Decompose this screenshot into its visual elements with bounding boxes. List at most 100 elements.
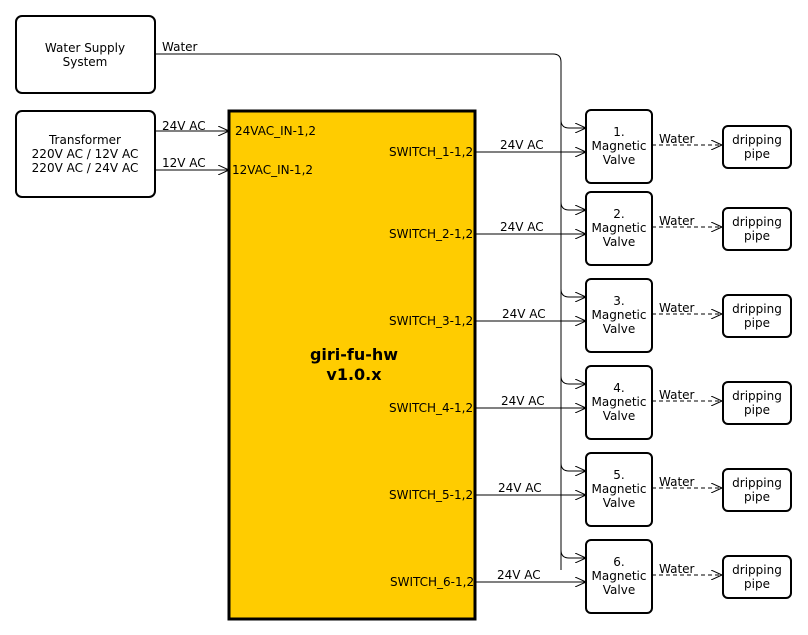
valve-label-line1: Magnetic — [592, 139, 647, 153]
switch-output-label: SWITCH_6-1,2 — [390, 575, 474, 589]
valve-label-line2: Valve — [603, 496, 635, 510]
input-24vac-label: 24VAC_IN-1,2 — [235, 124, 316, 138]
board-version: v1.0.x — [326, 365, 382, 384]
magnetic-valve-box — [585, 191, 653, 266]
magnetic-valve-box — [585, 365, 653, 440]
switch-output-label: SWITCH_2-1,2 — [389, 227, 473, 241]
valve-label-line2: Valve — [603, 153, 635, 167]
valve-number: 1. — [613, 125, 624, 139]
pipe-label-line2: pipe — [744, 229, 770, 243]
water-supply-label-line2: System — [63, 55, 108, 69]
dripping-pipe-box — [722, 381, 792, 425]
magnetic-valve-box — [585, 452, 653, 527]
dripping-pipe-box — [722, 294, 792, 338]
pipe-label-line2: pipe — [744, 316, 770, 330]
power-edge-label: 24V AC — [502, 307, 546, 321]
pipe-label-line2: pipe — [744, 490, 770, 504]
water-branch-edge — [560, 375, 586, 384]
pipe-label-line1: dripping — [732, 133, 782, 147]
switch-output-label: SWITCH_4-1,2 — [389, 401, 473, 415]
pipe-label-line2: pipe — [744, 147, 770, 161]
transformer-label-line2: 220V AC / 12V AC — [32, 147, 139, 161]
water-branch-edge — [560, 119, 586, 128]
board-name: giri-fu-hw — [310, 345, 398, 364]
pipe-label-line1: dripping — [732, 215, 782, 229]
dripping-pipe-box — [722, 468, 792, 512]
power-edge-label: 24V AC — [501, 394, 545, 408]
magnetic-valve-box — [585, 539, 653, 614]
water-outflow-label: Water — [659, 214, 695, 228]
water-supply-edge: Water — [155, 40, 562, 570]
switch-output-label: SWITCH_1-1,2 — [389, 145, 473, 159]
input-12vac-label: 12VAC_IN-1,2 — [232, 163, 313, 177]
water-supply-label-line1: Water Supply — [45, 41, 125, 55]
transformer-node[interactable]: Transformer 220V AC / 12V AC 220V AC / 2… — [15, 110, 156, 198]
water-supply-node[interactable]: Water Supply System — [15, 15, 156, 94]
water-branch-edge — [560, 462, 586, 471]
valve-label-line1: Magnetic — [592, 221, 647, 235]
transformer-12v-edge: 12V AC — [155, 156, 229, 170]
valve-label-line1: Magnetic — [592, 308, 647, 322]
pipe-label-line1: dripping — [732, 389, 782, 403]
transformer-24v-edge-label: 24V AC — [162, 119, 206, 133]
valve-number: 5. — [613, 468, 624, 482]
magnetic-valve-box — [585, 278, 653, 353]
water-outflow-label: Water — [659, 388, 695, 402]
magnetic-valve-box — [585, 109, 653, 184]
dripping-pipe-box — [722, 207, 792, 251]
board-node[interactable]: giri-fu-hw v1.0.x 24VAC_IN-1,2 12VAC_IN-… — [227, 109, 477, 621]
transformer-label-line3: 220V AC / 24V AC — [32, 161, 139, 175]
transformer-12v-edge-label: 12V AC — [162, 156, 206, 170]
transformer-24v-edge: 24V AC — [155, 119, 229, 133]
valve-number: 3. — [613, 294, 624, 308]
transformer-label-line1: Transformer — [48, 133, 121, 147]
valve-label-line2: Valve — [603, 322, 635, 336]
dripping-pipe-box — [722, 555, 792, 599]
water-branch-edge — [560, 288, 586, 297]
valve-label-line1: Magnetic — [592, 569, 647, 583]
pipe-label-line1: dripping — [732, 563, 782, 577]
valve-number: 4. — [613, 381, 624, 395]
dripping-pipe-box — [722, 125, 792, 169]
water-outflow-label: Water — [659, 301, 695, 315]
valve-label-line1: Magnetic — [592, 482, 647, 496]
pipe-label-line2: pipe — [744, 403, 770, 417]
power-edge-label: 24V AC — [500, 220, 544, 234]
power-edge-label: 24V AC — [497, 568, 541, 582]
pipe-label-line2: pipe — [744, 577, 770, 591]
board-body — [227, 109, 477, 621]
water-outflow-label: Water — [659, 562, 695, 576]
pipe-label-line1: dripping — [732, 302, 782, 316]
switch-output-label: SWITCH_3-1,2 — [389, 314, 473, 328]
water-outflow-label: Water — [659, 132, 695, 146]
water-supply-edge-label: Water — [162, 40, 198, 54]
valve-label-line2: Valve — [603, 409, 635, 423]
power-edge-label: 24V AC — [498, 481, 542, 495]
switch-output-label: SWITCH_5-1,2 — [389, 488, 473, 502]
valve-number: 6. — [613, 555, 624, 569]
valve-label-line1: Magnetic — [592, 395, 647, 409]
water-outflow-label: Water — [659, 475, 695, 489]
pipe-label-line1: dripping — [732, 476, 782, 490]
valve-number: 2. — [613, 207, 624, 221]
